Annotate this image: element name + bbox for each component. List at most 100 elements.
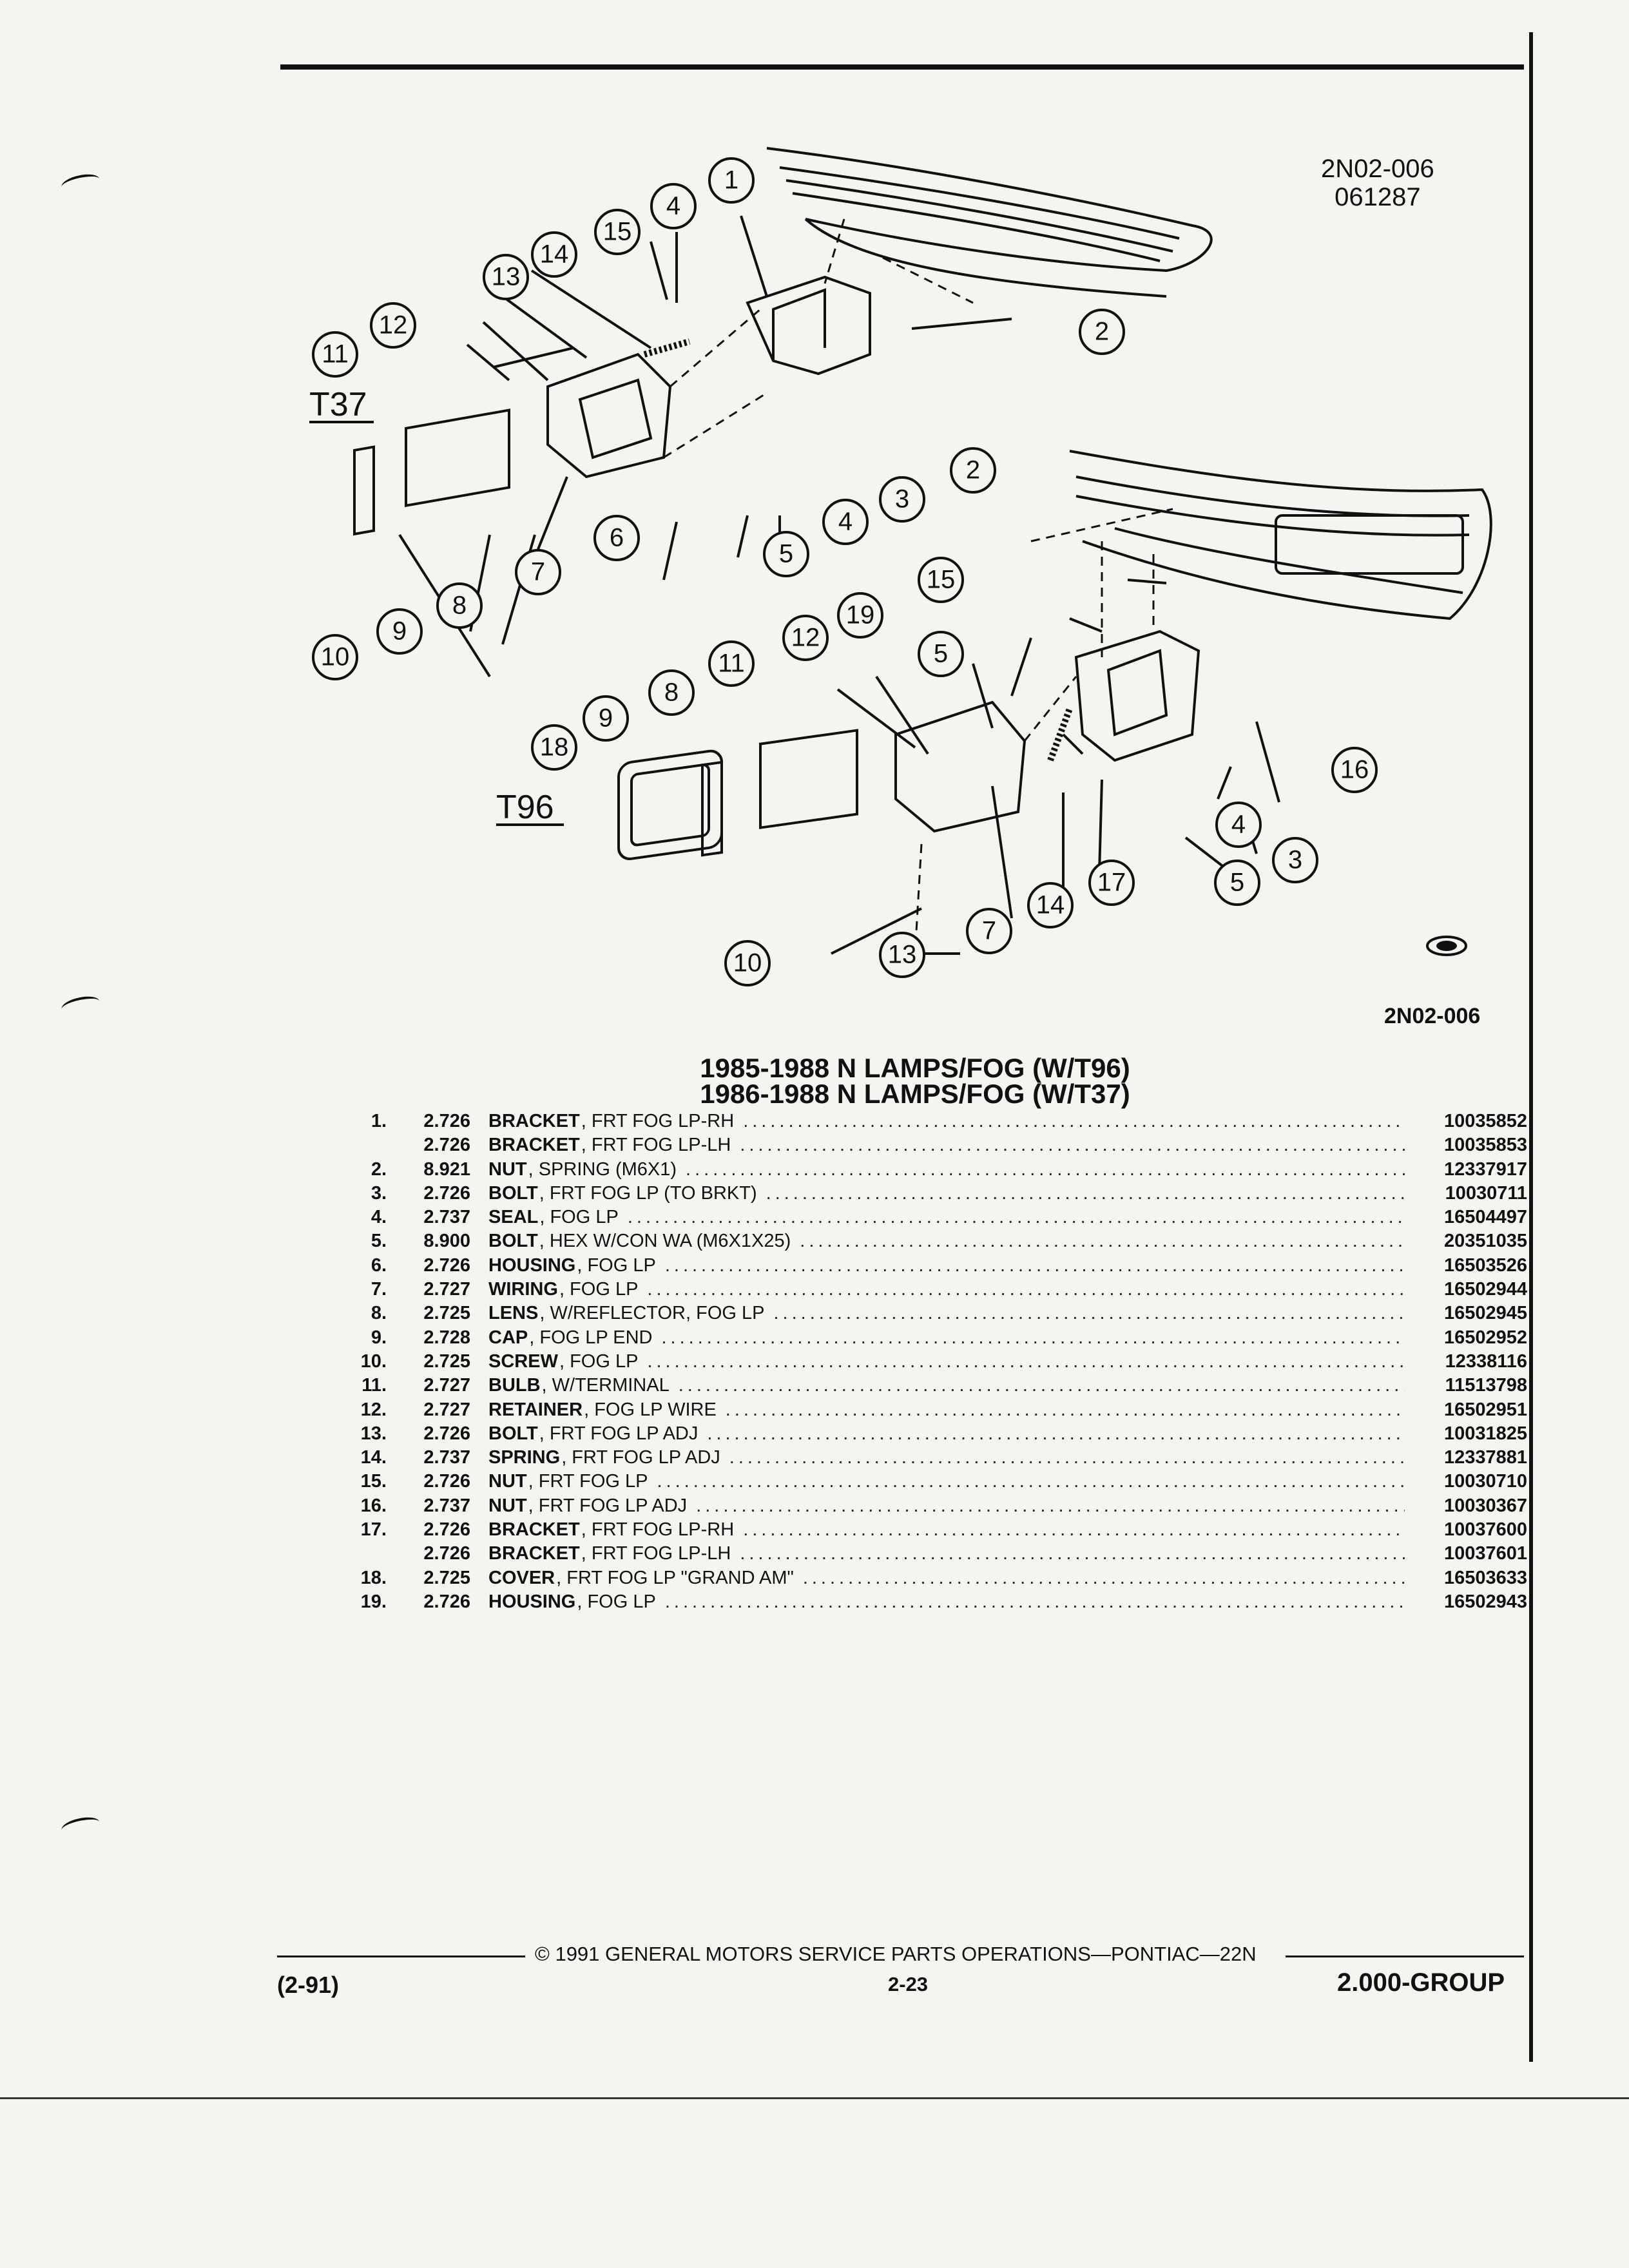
part-number: 11513798 [1445, 1375, 1527, 1396]
part-item-number [348, 1133, 387, 1157]
part-group-number: 2.727 [423, 1375, 470, 1396]
part-number: 16503633 [1443, 1567, 1527, 1588]
leader-dots: ........................................… [647, 1350, 1405, 1372]
leader-dots: ........................................… [678, 1375, 1405, 1396]
part-name: WIRING [488, 1279, 558, 1300]
svg-text:6: 6 [610, 524, 624, 552]
part-group-number: 2.726 [423, 1254, 470, 1276]
svg-text:10: 10 [321, 643, 350, 671]
svg-text:13: 13 [888, 941, 917, 969]
callout-15-lower: 15 [918, 557, 964, 603]
part-item-number [348, 1542, 387, 1566]
part-description: , W/TERMINAL [541, 1375, 670, 1396]
part-group-number: 2.726 [423, 1591, 470, 1612]
svg-text:4: 4 [1231, 811, 1246, 839]
stamp-code-line1: 2N02-006 [1321, 155, 1434, 183]
leader-dots: ........................................… [740, 1135, 1405, 1156]
part-description: , FRT FOG LP "GRAND AM" [556, 1567, 794, 1588]
callout-19: 19 [837, 592, 883, 639]
svg-text:5: 5 [934, 640, 948, 668]
part-name: BRACKET [488, 1111, 580, 1131]
part-group-number: 2.727 [423, 1279, 470, 1300]
part-name: HOUSING [488, 1591, 576, 1612]
callout-13-upper: 13 [483, 254, 529, 300]
top-rule [280, 64, 1524, 70]
part-name: SPRING [488, 1447, 561, 1468]
svg-text:18: 18 [540, 733, 569, 762]
callout-11-upper: 11 [312, 331, 358, 378]
part-group-number: 2.737 [423, 1447, 470, 1468]
leader-dots: ........................................… [657, 1471, 1405, 1492]
part-number: 10035852 [1443, 1111, 1527, 1131]
part-group-number: 2.726 [423, 1519, 470, 1541]
callout-11-lower: 11 [708, 640, 755, 687]
leader-dots: ........................................… [627, 1207, 1405, 1228]
part-item-number: 1. [371, 1111, 387, 1131]
callout-12-lower: 12 [782, 615, 829, 661]
part-group-number: 2.726 [423, 1111, 470, 1131]
illustration-stamp-code: 2N02-006 061287 [1321, 155, 1434, 211]
svg-text:2: 2 [1095, 318, 1109, 346]
part-number: 16502945 [1443, 1303, 1527, 1324]
callout-10-lower: 10 [724, 940, 771, 986]
svg-text:1: 1 [724, 166, 738, 195]
part-name: COVER [488, 1567, 555, 1588]
svg-text:9: 9 [599, 704, 613, 733]
part-description: , FOG LP WIRE [584, 1399, 717, 1420]
part-description: , FOG LP END [529, 1327, 653, 1348]
leader-dots: ........................................… [773, 1303, 1405, 1324]
leader-dots: ........................................… [766, 1182, 1405, 1204]
exploded-view-diagram: T37 T96 1 4 15 14 13 12 11 2 2 3 4 5 6 7… [309, 147, 1492, 986]
svg-text:8: 8 [452, 591, 467, 620]
upper-fascia-outline [766, 147, 1213, 273]
part-number: 12338116 [1445, 1350, 1527, 1372]
part-description: , FRT FOG LP ADJ [539, 1423, 699, 1444]
svg-text:11: 11 [322, 340, 349, 369]
part-number: 10037601 [1443, 1543, 1527, 1564]
lower-bracket-shape [1074, 629, 1200, 762]
part-item-number: 3. [371, 1182, 387, 1204]
binder-mark-bottom [60, 1814, 101, 1838]
part-item-number: 4. [371, 1207, 387, 1228]
callout-12-upper: 12 [370, 302, 416, 349]
callout-2-upper: 2 [1079, 309, 1125, 355]
part-number: 10037600 [1443, 1519, 1527, 1541]
leader-dots: ........................................… [647, 1279, 1405, 1300]
svg-text:9: 9 [392, 617, 407, 646]
part-item-number: 16. [360, 1495, 387, 1516]
footer-rule-right [1286, 1956, 1524, 1957]
part-description: , FRT FOG LP ADJ [528, 1495, 688, 1516]
svg-text:7: 7 [982, 917, 996, 945]
callout-18: 18 [531, 724, 577, 771]
upper-adjust-bolt-shape [492, 347, 574, 369]
part-group-number: 8.900 [423, 1231, 470, 1252]
part-name: BRACKET [488, 1519, 580, 1541]
part-name: CAP [488, 1327, 528, 1348]
part-name: LENS [488, 1303, 539, 1324]
footer-date-code: (2-91) [277, 1972, 340, 1998]
part-group-number: 2.726 [423, 1135, 470, 1156]
callout-14-upper: 14 [531, 231, 577, 278]
part-item-number: 12. [360, 1399, 387, 1420]
part-item-number: 8. [371, 1303, 387, 1324]
part-number: 10031825 [1443, 1423, 1527, 1444]
part-description: , FOG LP [577, 1254, 656, 1276]
svg-text:8: 8 [664, 678, 679, 707]
svg-text:12: 12 [379, 311, 408, 340]
svg-text:14: 14 [1036, 891, 1065, 919]
lower-housing-shape [894, 700, 1027, 833]
part-group-number: 2.726 [423, 1471, 470, 1492]
binder-mark-middle [60, 994, 101, 1017]
part-number: 10030367 [1443, 1495, 1527, 1516]
bottom-edge-rule [0, 2097, 1629, 2099]
svg-text:3: 3 [1288, 846, 1302, 874]
leader-dots: ........................................… [707, 1423, 1405, 1444]
callout-9-lower: 9 [583, 695, 629, 742]
